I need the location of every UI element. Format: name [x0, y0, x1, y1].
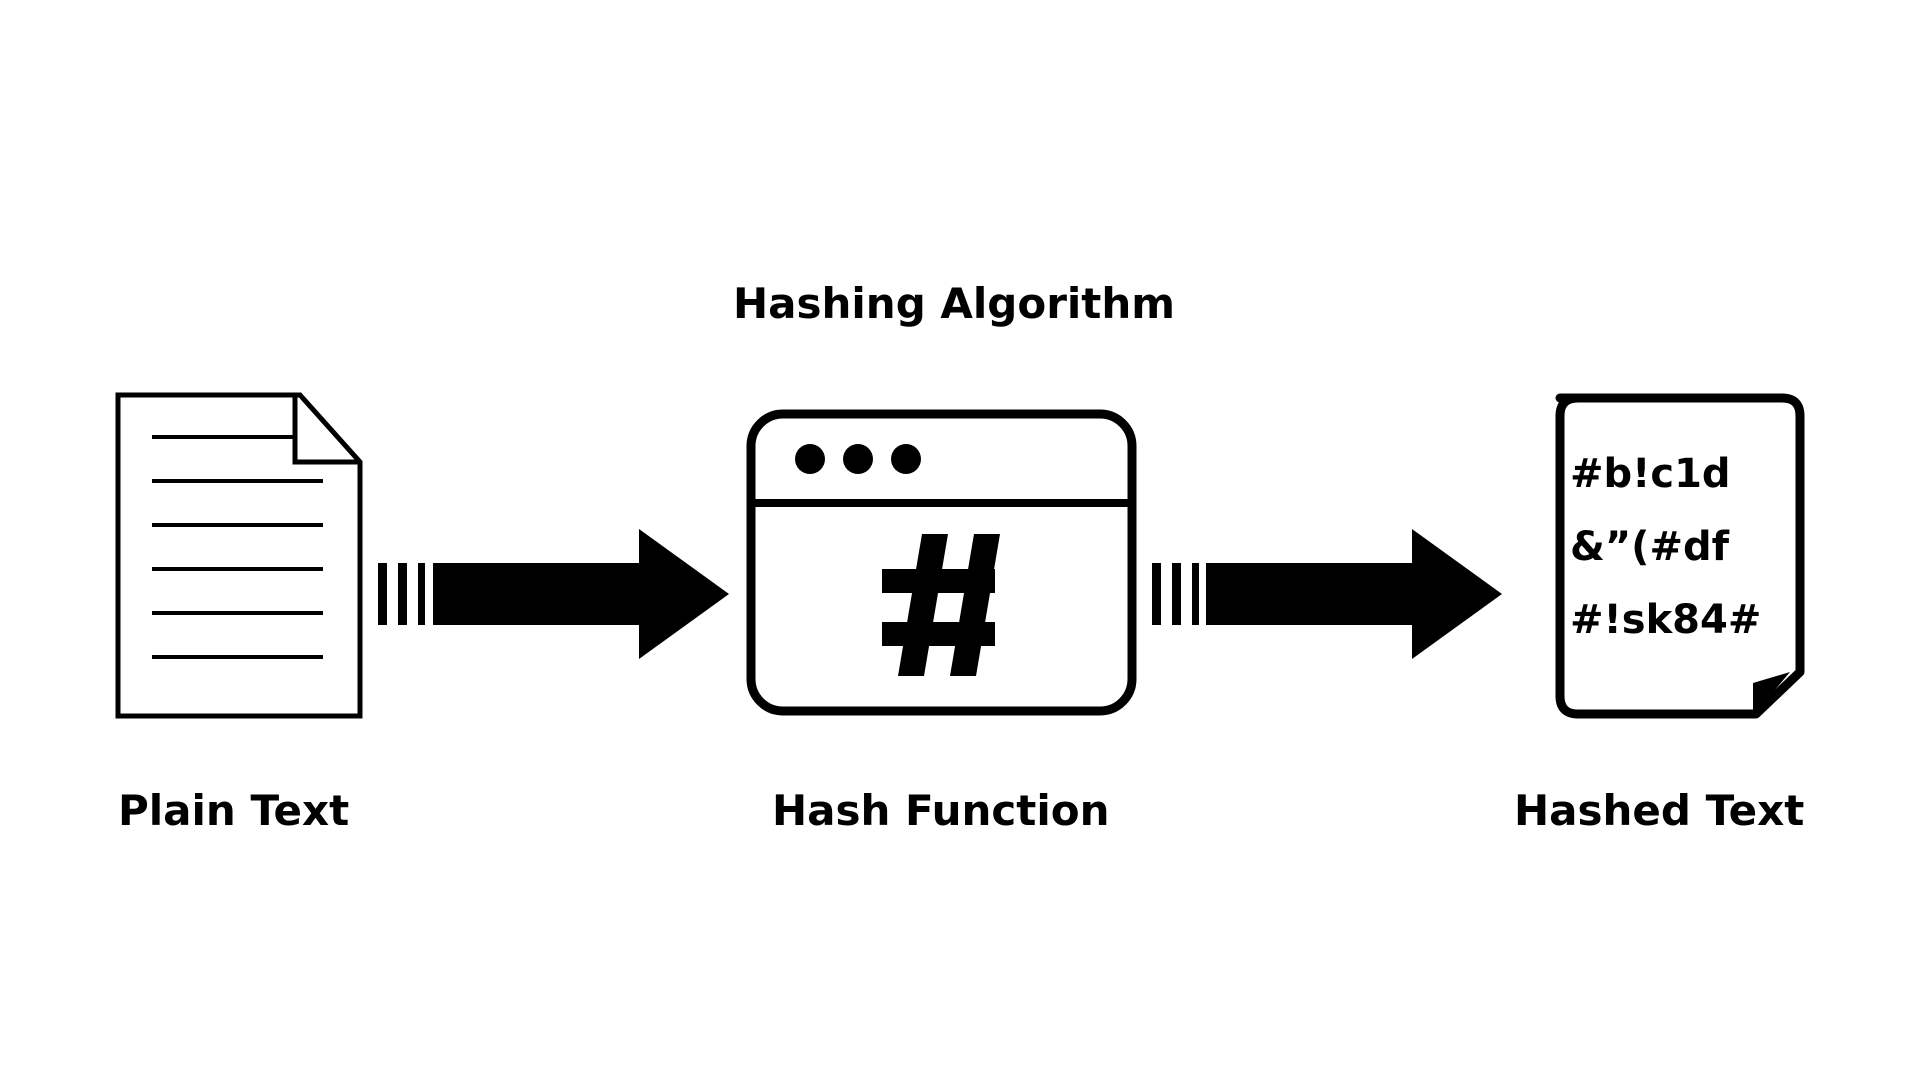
hashed-document-icon — [1555, 393, 1805, 719]
plain-text-label: Plain Text — [118, 786, 350, 835]
window-dot-icon — [891, 444, 921, 474]
hashed-text-label: Hashed Text — [1514, 786, 1805, 835]
window-dot-icon — [795, 444, 825, 474]
window-dot-icon — [843, 444, 873, 474]
hash-symbol-icon — [882, 534, 1000, 676]
hash-function-label: Hash Function — [772, 786, 1110, 835]
hash-window-icon — [746, 409, 1137, 716]
arrow-plain-to-hash — [378, 529, 729, 659]
hashed-text-line: #b!c1d — [1570, 451, 1731, 497]
arrow-hash-to-hashed — [1152, 529, 1502, 659]
hashed-text-line: #!sk84# — [1570, 597, 1762, 643]
hashed-text-line: &”(#df — [1570, 524, 1730, 570]
document-icon — [115, 392, 363, 719]
diagram-title: Hashing Algorithm — [733, 279, 1176, 328]
